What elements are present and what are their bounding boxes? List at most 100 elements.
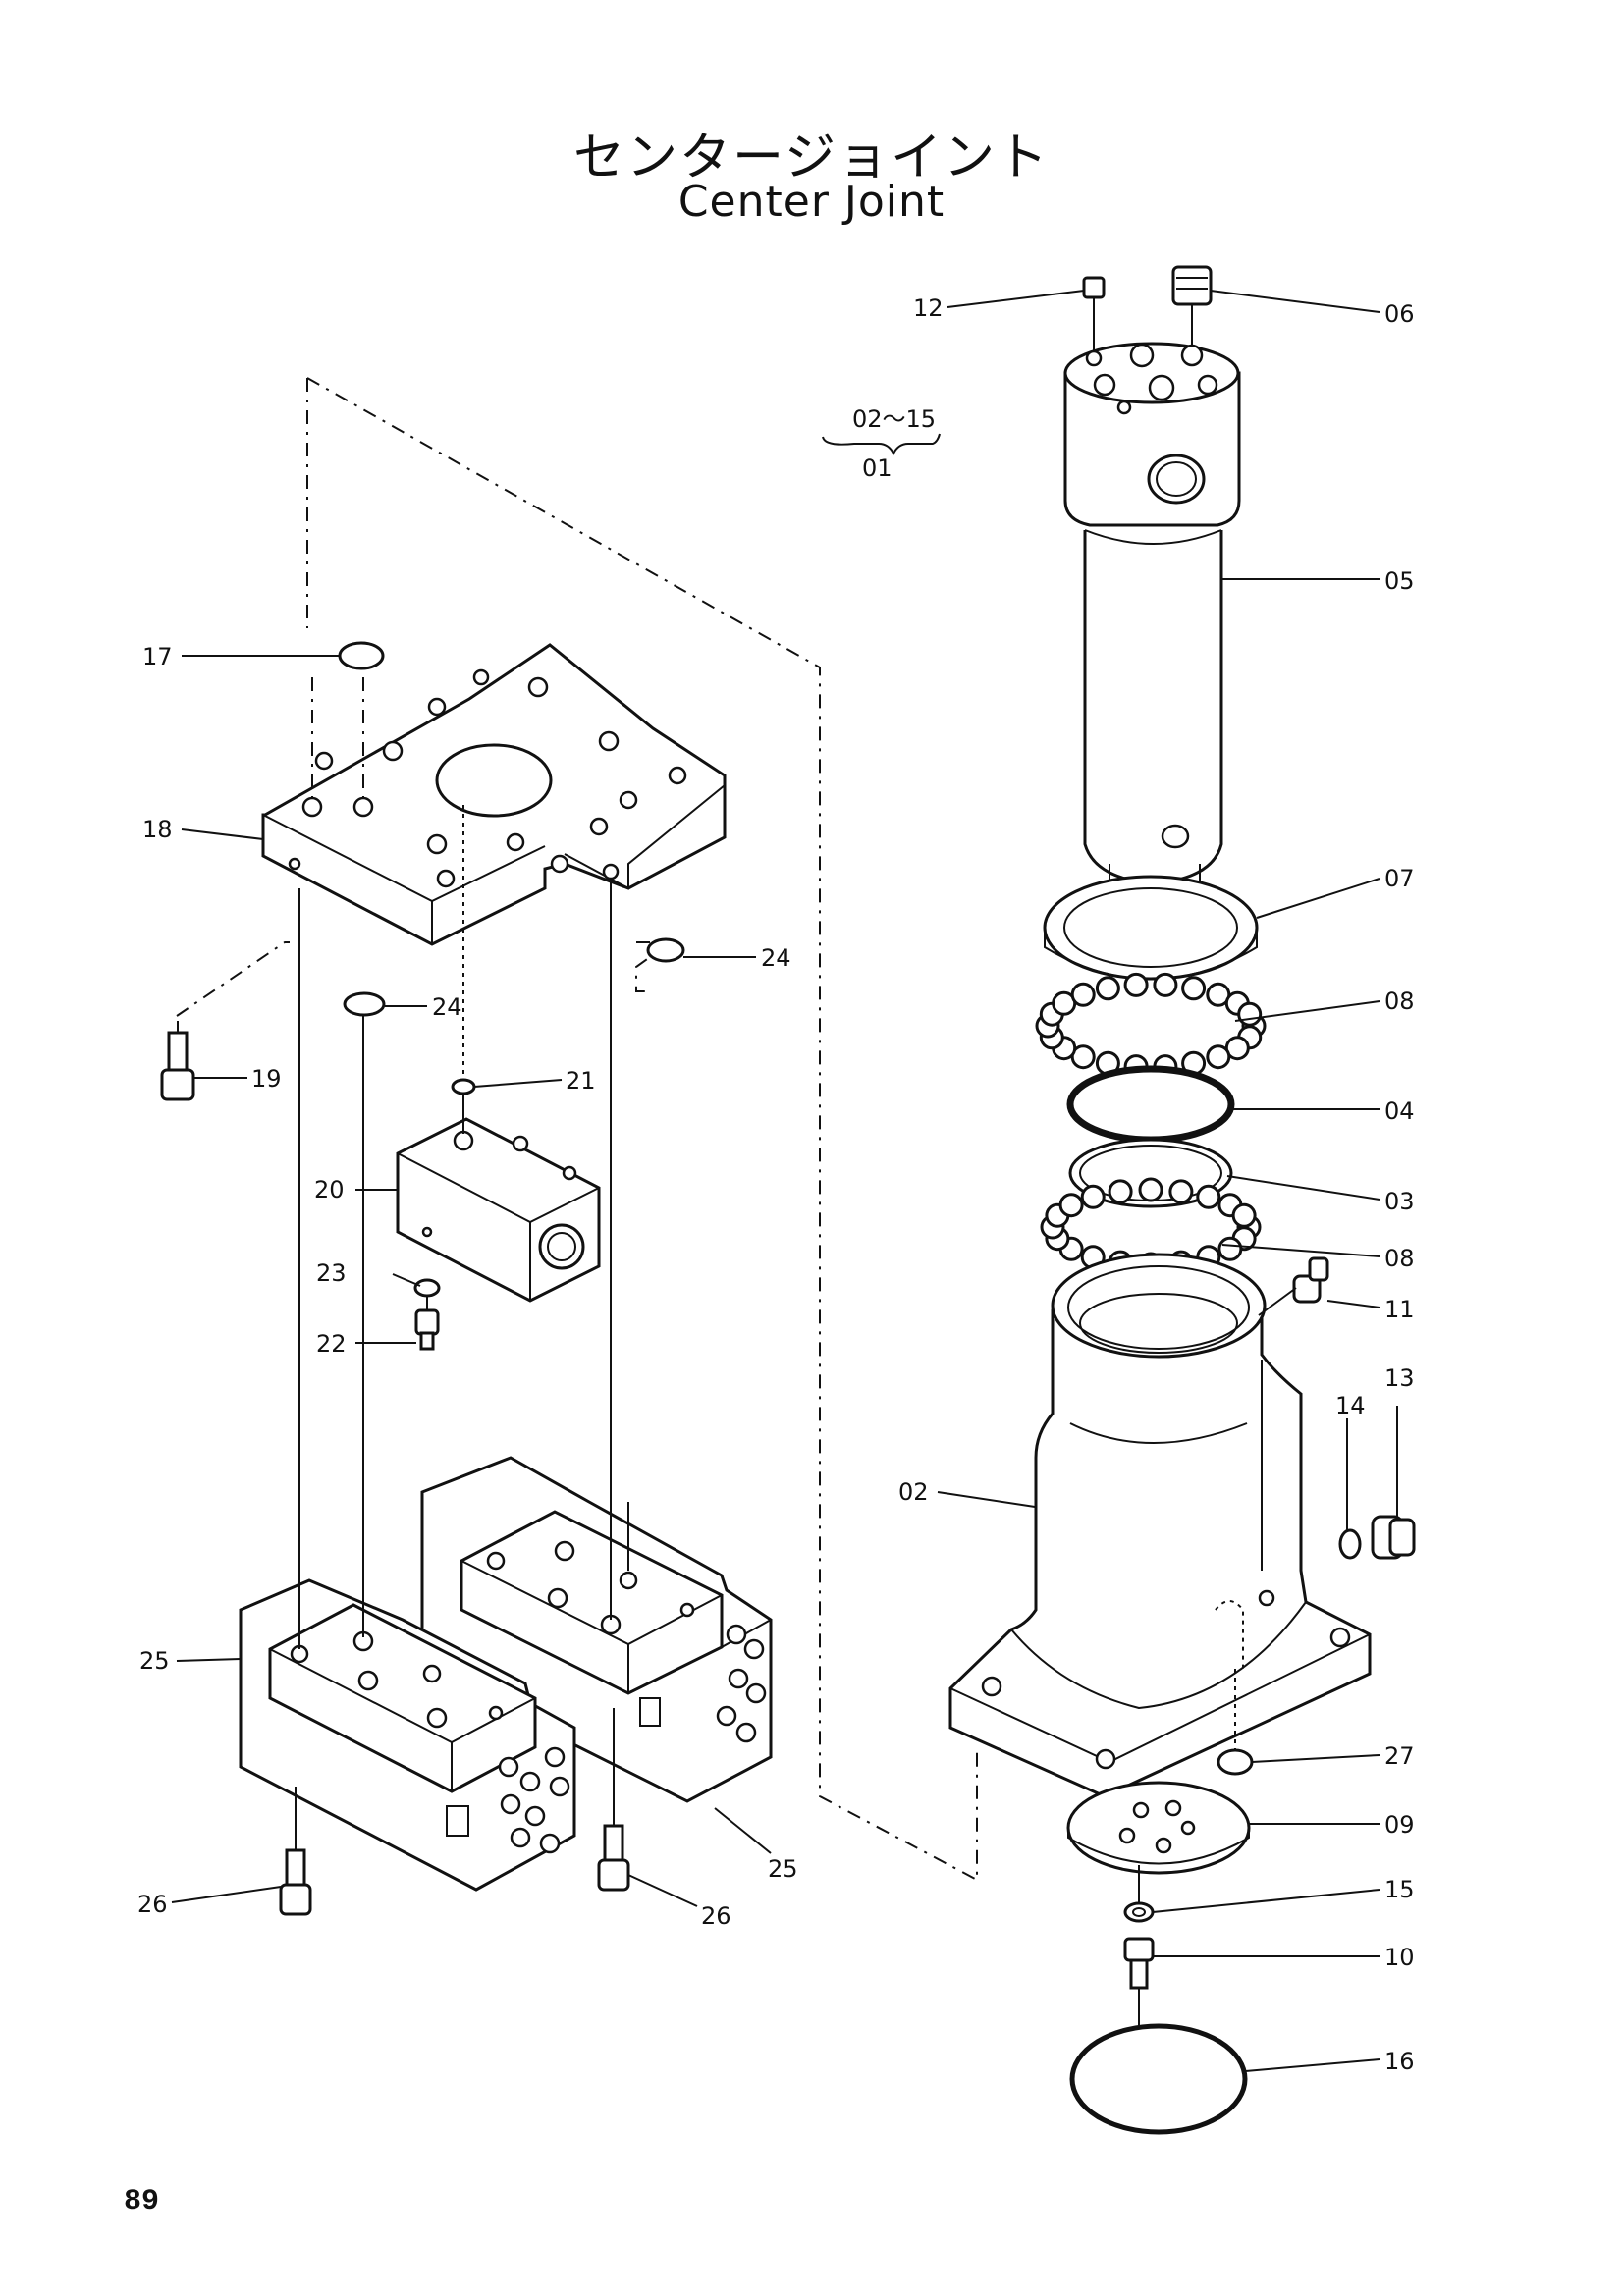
label-08-upper: 08 <box>1384 988 1415 1015</box>
bearing-ball <box>1138 1177 1163 1202</box>
part-14-oring <box>1338 1528 1362 1560</box>
label-25-right: 25 <box>768 1855 798 1883</box>
valve-bolt-head <box>549 1776 570 1797</box>
bearing-ball <box>1070 982 1096 1007</box>
valve-bolt-head <box>745 1682 767 1704</box>
part-26-bolt-right <box>597 1824 630 1892</box>
part-02-housing <box>948 1253 1372 1798</box>
title-english: Center Joint <box>677 177 946 227</box>
part-27-oring <box>1217 1748 1254 1776</box>
valve-bolt-head <box>510 1827 531 1848</box>
part-08-balls-upper <box>1035 972 1267 1080</box>
valve-bolt-head <box>743 1638 765 1660</box>
bearing-ball <box>1153 972 1178 997</box>
valve-bolt-head <box>728 1668 749 1689</box>
valve-bolt-head <box>500 1793 521 1815</box>
part-25-valve-rear <box>420 1456 773 1803</box>
assembly-boundary-line <box>176 941 290 1017</box>
bearing-ball <box>1168 1179 1194 1204</box>
part-17-oring <box>338 641 385 670</box>
label-19: 19 <box>251 1065 282 1093</box>
part-04-oring <box>1066 1065 1235 1144</box>
label-20: 20 <box>314 1176 345 1203</box>
label-24-right: 24 <box>761 944 791 972</box>
label-05: 05 <box>1384 567 1415 595</box>
part-05-rotor <box>1063 342 1241 901</box>
label-16: 16 <box>1384 2048 1415 2075</box>
range-note: 02～15 01 <box>822 405 941 482</box>
part-22-bolt <box>414 1308 440 1351</box>
label-06: 06 <box>1384 300 1415 328</box>
label-13: 13 <box>1384 1364 1415 1392</box>
label-03: 03 <box>1384 1188 1415 1215</box>
part-16-oring <box>1069 2023 1248 2135</box>
label-21: 21 <box>566 1067 596 1095</box>
part-18-plate <box>261 643 727 946</box>
label-11: 11 <box>1384 1296 1415 1323</box>
label-24-left: 24 <box>432 993 462 1021</box>
bearing-ball <box>1217 1236 1243 1261</box>
valve-bolt-head <box>524 1805 546 1827</box>
part-13-plug <box>1371 1515 1416 1560</box>
bearing-ball <box>1080 1184 1106 1209</box>
valve-bolt-head <box>519 1771 541 1792</box>
part-20-block <box>396 1117 601 1303</box>
bearing-ball <box>1206 1044 1231 1070</box>
assembly-boundary-line <box>635 941 651 992</box>
label-26-right: 26 <box>701 1902 731 1930</box>
label-12: 12 <box>913 294 944 322</box>
leader-lines <box>171 290 1398 2072</box>
label-02: 02 <box>898 1478 929 1506</box>
bearing-ball <box>1095 976 1120 1001</box>
valve-bolt-head <box>726 1624 747 1645</box>
valve-bolt-head <box>735 1722 757 1743</box>
label-22: 22 <box>316 1330 347 1358</box>
bearing-ball <box>1196 1184 1221 1209</box>
label-07: 07 <box>1384 865 1415 892</box>
label-10: 10 <box>1384 1944 1415 1971</box>
part-labels: 12 06 05 07 08 04 03 08 11 14 13 02 27 0… <box>137 294 1415 2075</box>
part-24-oring-left <box>343 991 386 1017</box>
valve-bolt-head <box>498 1756 519 1778</box>
range-note-top: 02～15 <box>852 405 936 433</box>
bearing-ball <box>1123 972 1149 997</box>
title-japanese: センタージョイント <box>573 129 1050 187</box>
alignment-lines <box>295 677 1236 1904</box>
label-27: 27 <box>1384 1742 1415 1770</box>
part-10-bolt <box>1123 1937 1155 2056</box>
part-12-plug <box>1082 276 1106 353</box>
part-15-washer <box>1123 1901 1155 1923</box>
part-11-elbow <box>1292 1256 1329 1304</box>
bearing-ball <box>1237 1001 1263 1027</box>
label-08-lower: 08 <box>1384 1245 1415 1272</box>
label-25-left: 25 <box>139 1647 170 1675</box>
valve-bolt-head <box>716 1705 737 1727</box>
part-25-valve-front <box>239 1578 661 1892</box>
page-number: 89 <box>124 2185 160 2218</box>
label-23: 23 <box>316 1259 347 1287</box>
label-09: 09 <box>1384 1811 1415 1839</box>
bearing-ball <box>1231 1202 1257 1228</box>
label-26-left: 26 <box>137 1891 168 1918</box>
bearing-ball <box>1108 1179 1133 1204</box>
valve-bolt-head <box>544 1746 566 1768</box>
part-21-oring <box>451 1078 476 1095</box>
part-08-balls-lower <box>1040 1177 1262 1277</box>
label-18: 18 <box>142 816 173 843</box>
bearing-ball <box>1058 1193 1084 1218</box>
valve-bolt-head <box>539 1833 561 1854</box>
part-23-washer <box>413 1278 441 1298</box>
assembly-boundary-line <box>306 377 978 1882</box>
label-04: 04 <box>1384 1097 1415 1125</box>
range-note-bottom: 01 <box>862 454 893 482</box>
part-24-oring-right <box>646 937 685 963</box>
part-09-cover <box>1066 1781 1251 1875</box>
label-14: 14 <box>1335 1392 1366 1419</box>
label-17: 17 <box>142 643 173 670</box>
part-19-bolt <box>160 1021 195 1101</box>
label-15: 15 <box>1384 1876 1415 1903</box>
bearing-ball <box>1181 976 1207 1001</box>
part-07-race <box>1043 875 1259 981</box>
part-26-bolt-left <box>279 1848 312 1916</box>
